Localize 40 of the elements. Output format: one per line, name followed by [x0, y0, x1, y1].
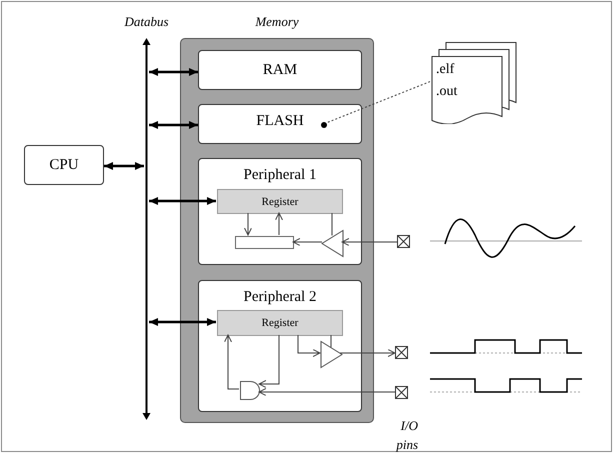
arrow	[258, 388, 396, 396]
group-heading: Memory	[254, 14, 300, 30]
group-title: Peripheral 2	[242, 289, 318, 306]
peripheral-box	[198, 280, 362, 412]
databus-line	[144, 38, 149, 420]
latch-box	[235, 236, 294, 249]
buffer-triangle	[322, 230, 343, 257]
register-box: Register	[217, 189, 343, 214]
arrow	[104, 162, 144, 170]
leader-line	[326, 81, 431, 124]
memory-box: RAM	[198, 50, 362, 90]
file-extension: .out	[436, 84, 458, 100]
register-box: Register	[217, 310, 343, 336]
buffer-triangle	[321, 341, 342, 368]
arrow	[149, 68, 198, 76]
cpu-box: CPU	[24, 145, 104, 185]
arrow	[149, 121, 198, 129]
arrow	[275, 212, 283, 236]
arrow	[244, 212, 252, 236]
arrow	[292, 238, 322, 246]
memory-box	[198, 104, 362, 144]
arrow	[342, 238, 398, 246]
arrow	[298, 334, 320, 357]
arrow	[149, 318, 216, 326]
group-title: FLASH	[255, 113, 305, 130]
io-pin-icon	[397, 235, 410, 248]
arrow	[149, 197, 216, 205]
file-extension: .elf	[436, 62, 454, 78]
io-pin-icon	[395, 346, 408, 359]
group-title: Peripheral 1	[242, 167, 318, 184]
connection-dot	[321, 122, 327, 128]
arrow	[258, 334, 280, 388]
io-pin-icon	[395, 386, 408, 399]
arrow	[224, 334, 240, 390]
peripheral-box	[198, 158, 362, 265]
and-gate	[240, 381, 260, 400]
arrow	[340, 349, 396, 357]
connector-line	[330, 334, 332, 348]
pin-label: I/O pins	[394, 417, 418, 453]
bus-label: Databus	[123, 14, 170, 30]
